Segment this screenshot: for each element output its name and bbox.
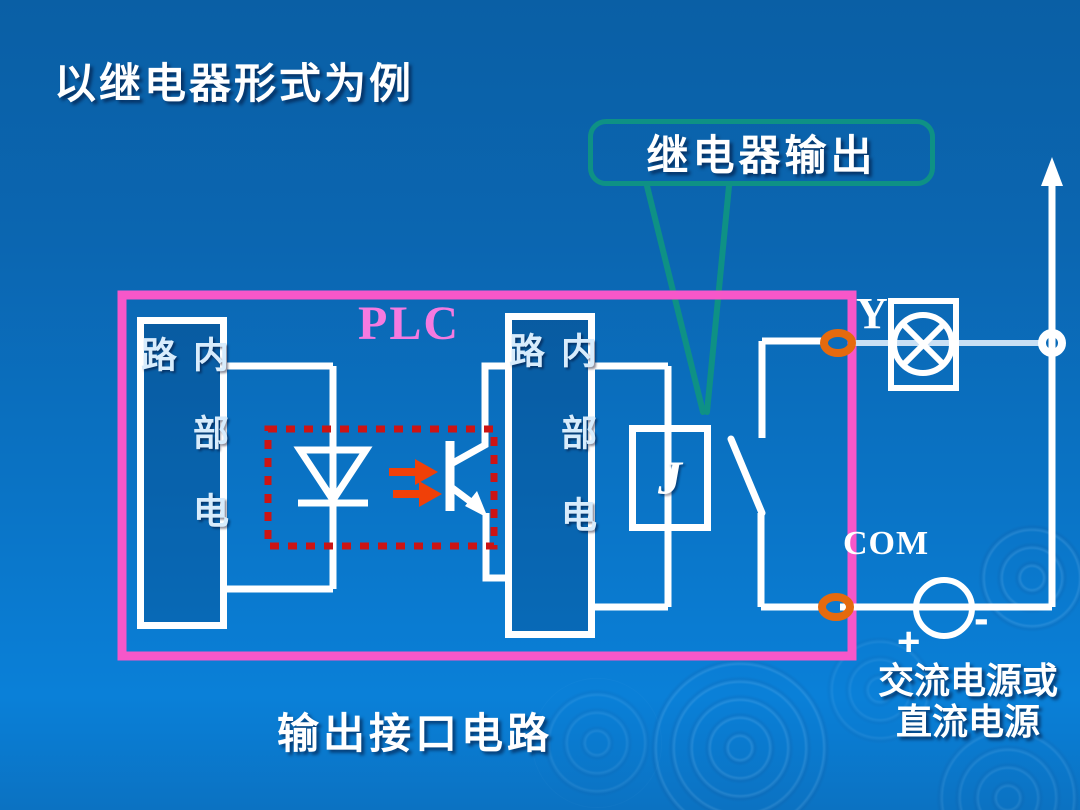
relay-coil-label: J — [658, 451, 682, 505]
light-arrow-icon — [393, 481, 442, 507]
lamp-icon — [891, 312, 955, 376]
internal-circuit-left-label: 内部电路 — [136, 336, 229, 570]
relay-coil-loop-wire — [594, 362, 672, 611]
callout-relay-output: 继电器输出 — [588, 119, 935, 186]
plc-label: PLC — [358, 297, 460, 350]
lamp-cross — [900, 321, 947, 368]
contact-lower-wire — [757, 513, 824, 611]
plc-boundary — [117, 290, 857, 661]
phototransistor-collector — [449, 362, 506, 468]
power-source-icon — [913, 577, 975, 639]
power-source-line2: 直流电源 — [895, 701, 1040, 742]
switch-blade — [727, 435, 766, 517]
phototransistor-emitter-wire — [482, 513, 506, 582]
power-plus-sign: + — [897, 620, 921, 664]
optocoupler-dotted-box — [264, 425, 498, 550]
terminal-com-label: COM — [843, 525, 930, 562]
led-diode-icon — [293, 446, 373, 507]
callout-label: 继电器输出 — [646, 132, 877, 179]
relay-coil-box: J — [629, 425, 711, 531]
internal-circuit-right-label: 内部电路 — [504, 332, 597, 578]
light-arrow-icon — [389, 459, 438, 485]
internal-circuit-right-box: 内部电路 — [504, 313, 597, 638]
slide-title: 以继电器形式为例 — [54, 60, 415, 107]
power-source-text: 交流电源或 直流电源 — [858, 660, 1078, 742]
internal-circuit-left-box: 内部电路 — [136, 317, 229, 629]
power-source-line1: 交流电源或 — [877, 660, 1058, 701]
lamp-box — [888, 298, 959, 391]
power-minus-sign: - — [974, 594, 989, 643]
bottom-caption: 输出接口电路 — [277, 710, 554, 757]
contact-upper-wire — [758, 337, 826, 438]
terminal-com-ring — [818, 593, 854, 621]
terminal-y-label: Y — [856, 289, 888, 338]
phototransistor-emitter-arrowhead — [465, 491, 488, 518]
supply-arrowhead — [1041, 157, 1063, 186]
terminal-y-ring — [820, 329, 856, 357]
led-loop-wire — [227, 362, 337, 593]
